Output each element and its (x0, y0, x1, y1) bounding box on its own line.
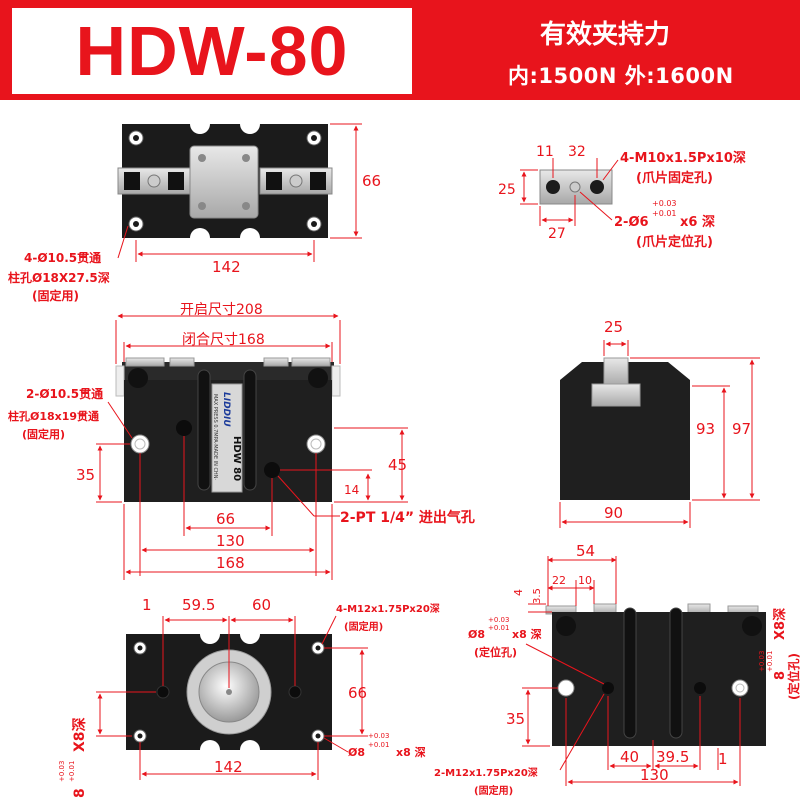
right-dim-3-5: 3.5 (532, 588, 543, 604)
right-side-note: 8 (773, 671, 788, 680)
bottom-thread-sub: (固定用) (344, 620, 383, 633)
side-dim-90: 90 (604, 504, 623, 522)
brand-logo: LIDDIU (221, 392, 231, 427)
center-plate (189, 145, 259, 219)
bottom-dim-142: 142 (214, 758, 243, 776)
right-side-sub: (定位孔) (786, 653, 800, 700)
right-pin-suffix: x8 深 (512, 627, 542, 641)
right-dim-4: 4 (512, 589, 525, 596)
side-dim-97: 97 (732, 420, 751, 438)
jaw-detail: 11 32 25 27 4-M10x1.5Px10深 (爪片固定孔) 2-Ø6 … (498, 144, 746, 250)
bottom-thread-note: 4-M12x1.75Px20深 (336, 602, 440, 615)
right-dim-35: 35 (506, 710, 525, 728)
bottom-pin-prefix: Ø8 (348, 746, 365, 759)
jaw-dim-27: 27 (548, 226, 566, 242)
bottom-pin-tol-minus: +0.01 (368, 741, 389, 749)
clamp-force-title: 有效夹持力 (540, 20, 671, 50)
right-body (552, 612, 766, 746)
right-side-tol-plus: +0.03 (758, 651, 766, 672)
side-view: 25 93 97 90 (559, 318, 760, 528)
front-hole-note-3: (固定用) (22, 427, 65, 441)
front-view: LIDDIU MAX PRESS 0.7MPA·MADE IN CHN· HDW… (8, 302, 475, 580)
header-banner: HDW-80 有效夹持力 内:1500N 外:1600N (0, 0, 800, 100)
right-dim-54: 54 (576, 542, 595, 560)
top-view: 66 142 4-Ø10.5贯通 柱孔Ø18X27.5深 (固定用) (8, 123, 381, 303)
bottom-pin-tol-plus: +0.03 (368, 732, 389, 740)
jaw-thread-note: 4-M10x1.5Px10深 (620, 150, 746, 166)
bottom-left-tol-plus: +0.03 (58, 761, 66, 782)
right-pin-tol-minus: +0.01 (488, 624, 509, 632)
front-open-size: 开启尺寸208 (180, 302, 263, 318)
front-hole-note-2: 柱孔Ø18x19贯通 (8, 409, 99, 423)
bottom-left-tol-minus: +0.01 (68, 761, 76, 782)
jaw-pin-tol-minus: +0.01 (652, 209, 677, 218)
right-dim-22: 22 (552, 574, 566, 587)
front-dim-66: 66 (216, 510, 235, 528)
right-pin-prefix: Ø8 (468, 628, 485, 641)
right-view: 54 22 10 4 3.5 Ø8 +0.03 +0.01 x8 深 (定位孔)… (434, 542, 800, 797)
jaw-pin-tol-plus: +0.03 (652, 199, 677, 208)
jaw-pin-prefix: 2-Ø6 (614, 215, 649, 230)
bottom-pin-suffix: x8 深 (396, 745, 426, 759)
top-dim-height: 66 (362, 172, 381, 190)
front-dim-130: 130 (216, 532, 245, 550)
label-model: HDW 80 (231, 436, 242, 481)
front-close-size: 闭合尺寸168 (182, 332, 265, 348)
right-side-tol-minus: +0.01 (766, 651, 774, 672)
top-hole-note-1: 4-Ø10.5贯通 (24, 250, 101, 265)
right-dim-10: 10 (578, 574, 592, 587)
right-dim-130: 130 (640, 766, 669, 784)
jaw-pin-sub: (爪片定位孔) (636, 234, 713, 250)
jaw-dim-11: 11 (536, 144, 554, 160)
right-thread-note: 2-M12x1.75Px20深 (434, 766, 538, 779)
front-port-note: 2-PT 1/4” 进出气孔 (340, 509, 475, 526)
front-dim-14: 14 (344, 483, 359, 497)
front-hole-note-1: 2-Ø10.5贯通 (26, 386, 103, 401)
right-thread-sub: (固定用) (474, 784, 513, 797)
right-side-note-tail: X8深 (772, 608, 788, 640)
right-dim-1: 1 (718, 750, 728, 768)
bottom-view: 1 59.5 60 4-M12x1.75Px20深 (固定用) 66 142 Ø… (58, 596, 440, 798)
top-hole-note-2: 柱孔Ø18X27.5深 (8, 270, 110, 285)
side-dim-93: 93 (696, 420, 715, 438)
clamp-force-values: 内:1500N 外:1600N (508, 64, 734, 88)
side-dim-25: 25 (604, 318, 623, 336)
top-hole-note-3: (固定用) (32, 288, 79, 303)
bottom-dim-66: 66 (348, 684, 367, 702)
bottom-dim-59-5: 59.5 (182, 596, 215, 614)
bottom-left-note: 8 (72, 788, 88, 798)
right-pin-tol-plus: +0.03 (488, 616, 509, 624)
right-dim-40: 40 (620, 748, 639, 766)
model-title: HDW-80 (12, 8, 412, 94)
jaw-pin-suffix: x6 深 (680, 214, 715, 230)
front-dim-45: 45 (388, 456, 407, 474)
bottom-dim-1: 1 (142, 596, 152, 614)
product-label (211, 383, 243, 493)
jaw-dim-32: 32 (568, 144, 586, 160)
top-dim-width: 142 (212, 258, 241, 276)
jaw-dim-25: 25 (498, 182, 516, 198)
bottom-left-note-tail: X8深 (71, 717, 88, 752)
right-dim-39-5: 39.5 (656, 748, 689, 766)
front-dim-35: 35 (76, 466, 95, 484)
label-small-text: MAX PRESS 0.7MPA·MADE IN CHN· (212, 394, 218, 480)
bottom-dim-60: 60 (252, 596, 271, 614)
right-pin-sub: (定位孔) (474, 645, 517, 659)
front-dim-168: 168 (216, 554, 245, 572)
jaw-thread-sub: (爪片固定孔) (636, 170, 713, 186)
